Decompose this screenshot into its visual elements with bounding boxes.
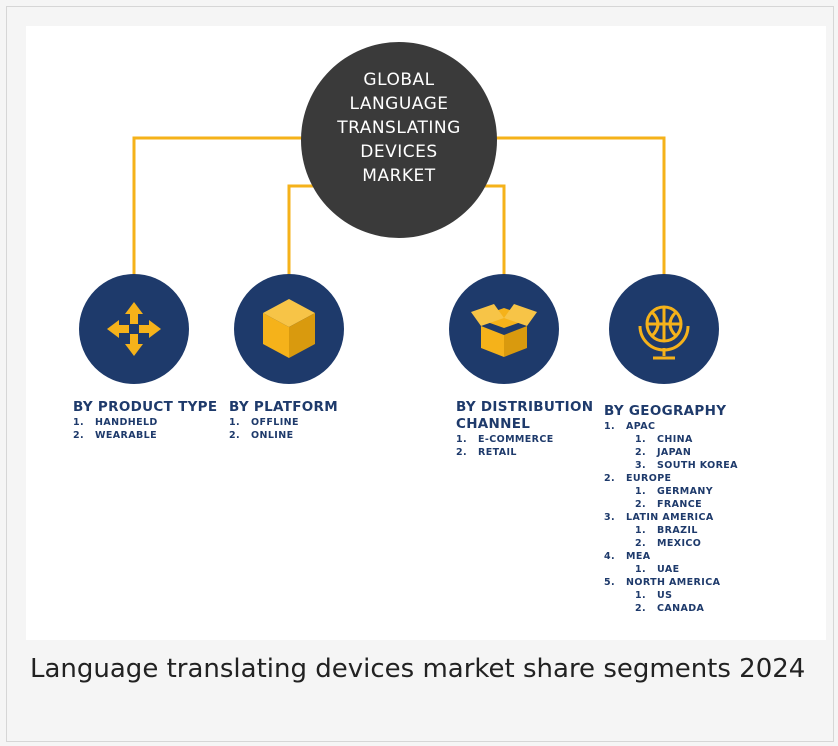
hub-line: GLOBAL [363,70,435,90]
segment-title: CHANNEL [456,416,531,432]
connector-product-type [132,136,326,294]
figure-frame: GLOBAL LANGUAGE TRANSLATING DEVICES MARK… [6,6,834,742]
country-item: 1.UAE [635,564,680,575]
segment-items: 1.OFFLINE 2.ONLINE [229,416,338,442]
segment-title: BY GEOGRAPHY [604,403,727,419]
figure-caption: Language translating devices market shar… [30,654,806,684]
list-item: 1.HANDHELD [73,417,158,428]
country-list: 1.BRAZIL 2.MEXICO [604,524,738,550]
country-item: 1.GERMANY [635,486,714,497]
product-type-circle [79,274,189,384]
segment-title: BY PLATFORM [229,399,338,415]
region-item: 2.EUROPE 1.GERMANY 2.FRANCE [604,472,738,511]
region-list: 1.APAC 1.CHINA 2.JAPAN 3.SOUTH KOREA 2.E… [604,420,738,615]
platform-node [234,274,344,384]
market-hub-label: GLOBAL LANGUAGE TRANSLATING DEVICES MARK… [299,68,499,188]
four-way-arrows-icon [107,302,161,356]
country-item: 2.JAPAN [635,447,692,458]
product-type-node [79,274,189,384]
region-item: 4.MEA 1.UAE [604,550,738,576]
cube-icon [263,299,315,358]
country-item: 1.CHINA [635,434,693,445]
segment-distribution-channel: BY DISTRIBUTION CHANNEL 1.E-COMMERCE 2.R… [456,399,593,459]
country-item: 1.US [635,590,673,601]
diagram-graphics [79,42,719,384]
country-list: 1.UAE [604,563,738,576]
segment-title: BY DISTRIBUTION [456,399,594,415]
list-item: 2.ONLINE [229,430,294,441]
distribution-circle [449,274,559,384]
hub-line: DEVICES [360,142,438,162]
list-item: 1.E-COMMERCE [456,434,554,445]
list-item: 2.WEARABLE [73,430,157,441]
region-item: 3.LATIN AMERICA 1.BRAZIL 2.MEXICO [604,511,738,550]
hub-line: LANGUAGE [349,94,449,114]
country-list: 1.GERMANY 2.FRANCE [604,485,738,511]
country-item: 2.CANADA [635,603,705,614]
country-item: 1.BRAZIL [635,525,698,536]
list-item: 1.OFFLINE [229,417,299,428]
globe-icon [638,305,690,360]
hub-line: TRANSLATING [337,118,461,138]
list-item: 2.RETAIL [456,447,517,458]
open-box-icon [471,304,537,357]
segment-product-type: BY PRODUCT TYPE 1.HANDHELD 2.WEARABLE [73,399,217,442]
segment-geography: BY GEOGRAPHY 1.APAC 1.CHINA 2.JAPAN 3.SO… [604,403,738,615]
hub-line: MARKET [362,166,436,186]
segment-platform: BY PLATFORM 1.OFFLINE 2.ONLINE [229,399,338,442]
country-item: 3.SOUTH KOREA [635,460,738,471]
region-item: 5.NORTH AMERICA 1.US 2.CANADA [604,576,738,615]
country-list: 1.CHINA 2.JAPAN 3.SOUTH KOREA [604,433,738,472]
segment-diagram: GLOBAL LANGUAGE TRANSLATING DEVICES MARK… [26,26,826,640]
region-item: 1.APAC 1.CHINA 2.JAPAN 3.SOUTH KOREA [604,421,738,472]
country-item: 2.FRANCE [635,499,702,510]
segment-title: BY PRODUCT TYPE [73,399,218,415]
country-list: 1.US 2.CANADA [604,589,738,615]
market-hub-circle [301,42,497,238]
geography-node [609,274,719,384]
segment-items: 1.E-COMMERCE 2.RETAIL [456,433,593,459]
segment-items: 1.HANDHELD 2.WEARABLE [73,416,217,442]
connector-geography [472,136,666,294]
distribution-node [449,274,559,384]
country-item: 2.MEXICO [635,538,702,549]
